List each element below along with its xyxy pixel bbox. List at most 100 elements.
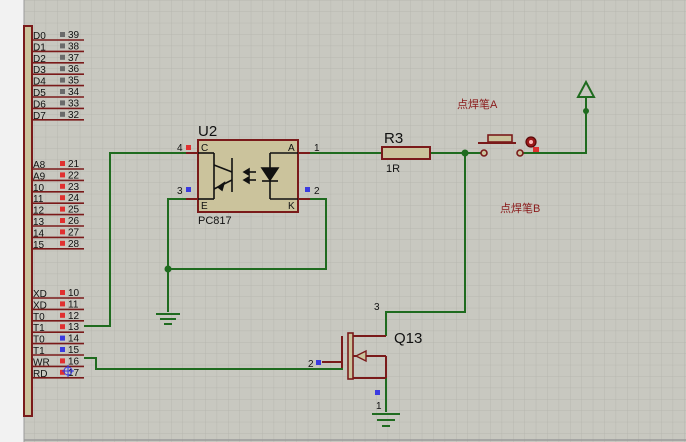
wire-u2-k-loop	[168, 198, 327, 270]
junction-ground-node	[164, 265, 172, 273]
pen-switch[interactable]	[478, 134, 539, 157]
u2-part-label: PC817	[198, 215, 232, 227]
switch-contact-left	[480, 149, 488, 157]
mcu-pin-number: 38	[68, 41, 80, 52]
mcu-pin-marker	[60, 229, 65, 235]
mcu-pin-number: 10	[68, 288, 80, 299]
mcu-pin-marker	[60, 347, 65, 352]
q13-source-marker	[375, 390, 380, 395]
mcu-pin-name: A9	[33, 171, 46, 182]
mcu-pin-number: 14	[68, 334, 80, 345]
q13-drain-number: 3	[374, 302, 380, 313]
mcu-pin-name: 11	[33, 194, 44, 205]
mcu-pin-name: XD	[33, 300, 47, 311]
q13-ref-label: Q13	[394, 330, 422, 347]
mcu-pin-marker	[60, 195, 65, 201]
mcu-pin-number: 33	[68, 98, 80, 109]
mcu-pin-name: 12	[33, 206, 45, 217]
mcu-pin-name: D4	[33, 77, 46, 88]
mcu-pin-number: 11	[68, 299, 79, 310]
u2-pin-e-marker	[186, 187, 191, 192]
switch-pin-marker	[533, 147, 539, 152]
mcu-pin-number: 15	[68, 345, 80, 356]
pen-b-label: 点焊笔B	[500, 201, 540, 215]
q13-gate-number: 2	[308, 359, 314, 370]
u2-pin-a-label: A	[288, 143, 295, 154]
wire-p12-to-u2-c	[84, 152, 188, 327]
mcu-pin-marker	[60, 301, 65, 307]
u2-body	[197, 139, 299, 213]
mcu-pin-number: 21	[68, 159, 80, 170]
q13-gate-marker	[316, 360, 321, 365]
mcu-pin-marker	[60, 240, 65, 246]
q13-mosfet[interactable]: Q13 3 2 1	[308, 302, 422, 412]
mcu-pin-name: D0	[33, 31, 46, 42]
mcu-pin-marker	[60, 324, 65, 330]
u2-pin-e-label: E	[201, 201, 208, 212]
crosshair-cursor-icon	[62, 365, 74, 377]
u2-pin-e-number: 3	[177, 186, 183, 197]
mcu-pin-marker	[60, 54, 65, 60]
u2-pin-c-marker	[186, 145, 191, 150]
mcu-pin-marker	[60, 32, 65, 37]
mcu-pin-marker	[60, 183, 65, 189]
mcu-pin-number: 39	[68, 30, 80, 41]
mcu-pin-name: 14	[33, 228, 45, 239]
u2-phototransistor-icon	[198, 152, 233, 200]
wire-switch-to-vcc	[522, 96, 587, 154]
mcu-pin-marker	[60, 312, 65, 318]
mcu-pin-number: 13	[68, 322, 80, 333]
mcu-pin-number: 32	[68, 110, 80, 121]
ground-symbol-u2	[156, 313, 180, 325]
mcu-pin-marker	[60, 66, 65, 72]
mcu-pin-name: T1	[33, 323, 45, 334]
switch-actuator-highlight	[529, 140, 533, 144]
mcu-pin-number: 17	[68, 368, 80, 379]
mcu-body	[23, 25, 33, 417]
u2-optocoupler[interactable]: U2 PC817 C E A K 4 3 1 2	[177, 123, 320, 227]
mcu-pin-marker	[60, 358, 65, 364]
mcu-pin-marker	[60, 290, 65, 295]
wire-node-to-q13-drain	[385, 153, 466, 336]
mcu-pin-number: 12	[68, 311, 80, 322]
q13-channel	[347, 332, 354, 380]
mcu-pin-name: D3	[33, 65, 46, 76]
mcu-pin-name: XD	[33, 289, 47, 300]
u2-pin-k-marker	[305, 187, 310, 192]
u2-pin-k-number: 2	[314, 186, 320, 197]
mcu-pin-marker	[60, 369, 65, 375]
wire-u2-e-to-ground	[167, 198, 188, 312]
mcu-pin-name: RD	[33, 369, 47, 380]
r3-value-label: 1R	[386, 163, 400, 175]
mcu-pin-number: 37	[68, 53, 80, 64]
junction-r3-node	[461, 149, 469, 157]
ground-symbol-q13	[372, 413, 400, 427]
mcu-pin-number: 24	[68, 193, 80, 204]
u2-pin-c-number: 4	[177, 143, 183, 154]
r3-resistor[interactable]: R3 1R	[381, 130, 431, 175]
u2-led-icon	[242, 152, 298, 200]
mcu-pin-name: D5	[33, 88, 46, 99]
mcu-pin-marker	[60, 111, 65, 117]
mcu-pin-name: A8	[33, 160, 46, 171]
mcu-pin-number: 16	[68, 356, 80, 367]
q13-arrow-icon	[354, 349, 367, 363]
mcu-pin-name: D2	[33, 54, 46, 65]
mcu-pin-name: D7	[33, 111, 46, 122]
mcu-pin-number: 27	[68, 227, 80, 238]
mcu-pin-marker	[60, 206, 65, 212]
vcc-arrow-symbol	[576, 79, 596, 98]
r3-body	[381, 146, 431, 160]
mcu-pin-name: WR	[33, 357, 50, 368]
mcu-pin-number: 36	[68, 64, 80, 75]
mcu-pin-marker	[60, 172, 65, 178]
mcu-pin-name: T0	[33, 335, 45, 346]
mcu-pin-name: T1	[33, 346, 45, 357]
mcu-pin-name: D6	[33, 99, 46, 110]
mcu-pin-name: T0	[33, 312, 45, 323]
mcu-pin-number: 25	[68, 205, 80, 216]
mcu-pin-name: 13	[33, 217, 45, 228]
